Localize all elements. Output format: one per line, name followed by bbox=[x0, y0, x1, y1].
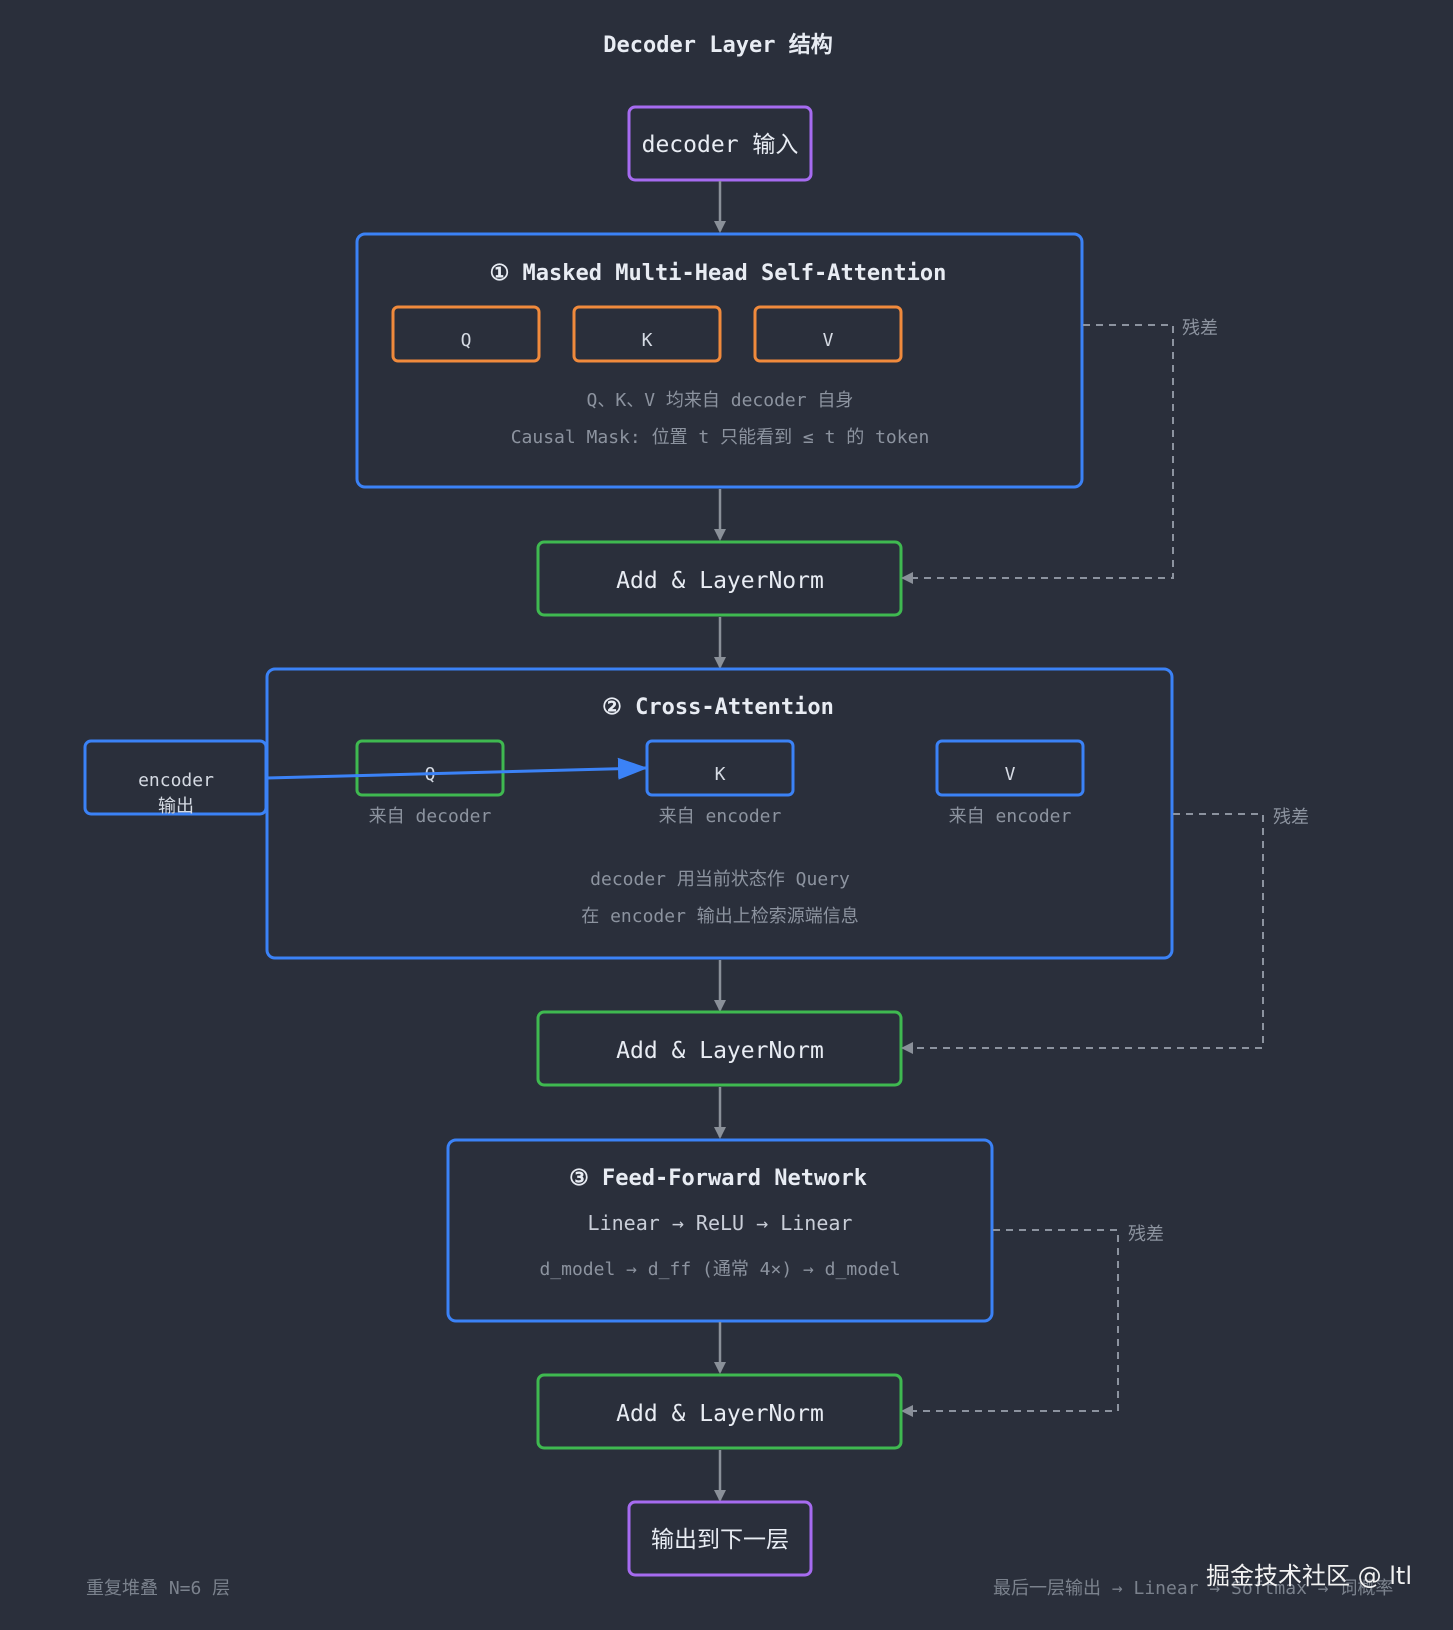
add-norm-3: Add & LayerNorm bbox=[536, 1373, 903, 1450]
cross-v-label: V bbox=[1005, 764, 1016, 785]
residual-connection-1 bbox=[901, 324, 1174, 584]
cross-k-source: 来自 encoder bbox=[659, 806, 782, 827]
cross-v-box bbox=[935, 739, 1085, 797]
output-box: 输出到下一层 bbox=[627, 1500, 813, 1577]
ffn-line-2: d_model → d_ff (通常 4×) → d_model bbox=[539, 1259, 900, 1280]
watermark: 掘金技术社区 @ ltl bbox=[1206, 1562, 1412, 1590]
cross-k-label: K bbox=[715, 764, 726, 785]
add-norm-1-label: Add & LayerNorm bbox=[616, 568, 824, 594]
masked-v-box bbox=[753, 305, 903, 363]
encoder-output-label-1: encoder bbox=[138, 770, 214, 791]
masked-attention-heading: ① Masked Multi-Head Self-Attention bbox=[490, 261, 947, 286]
cross-v-source: 来自 encoder bbox=[949, 806, 1072, 827]
residual-label-1: 残差 bbox=[1182, 318, 1218, 339]
output-label: 输出到下一层 bbox=[651, 1527, 789, 1553]
ffn-block: ③ Feed-Forward Network Linear → ReLU → L… bbox=[446, 1138, 994, 1323]
masked-k-label: K bbox=[642, 330, 653, 351]
ffn-line-1: Linear → ReLU → Linear bbox=[588, 1211, 853, 1235]
cross-attention-note-2: 在 encoder 输出上检索源端信息 bbox=[581, 906, 859, 927]
add-norm-3-label: Add & LayerNorm bbox=[616, 1401, 824, 1427]
masked-k-box bbox=[572, 305, 722, 363]
masked-attention-note-2: Causal Mask: 位置 t 只能看到 ≤ t 的 token bbox=[511, 427, 930, 448]
residual-connection-2 bbox=[901, 813, 1264, 1054]
masked-v-label: V bbox=[823, 330, 834, 351]
decoder-input-box: decoder 输入 bbox=[627, 105, 813, 182]
masked-attention-note-1: Q、K、V 均来自 decoder 自身 bbox=[587, 390, 854, 411]
cross-attention-note-1: decoder 用当前状态作 Query bbox=[590, 869, 850, 890]
masked-attention-block: ① Masked Multi-Head Self-Attention Q K V… bbox=[355, 232, 1084, 489]
cross-q-box bbox=[355, 739, 505, 797]
ffn-heading: ③ Feed-Forward Network bbox=[569, 1166, 867, 1191]
diagram-title: Decoder Layer 结构 bbox=[603, 32, 832, 58]
residual-label-3: 残差 bbox=[1128, 1224, 1164, 1245]
encoder-output-label-2: 输出 bbox=[158, 796, 194, 817]
add-norm-1: Add & LayerNorm bbox=[536, 540, 903, 617]
cross-q-source: 来自 decoder bbox=[369, 806, 492, 827]
encoder-output-box: encoder 输出 bbox=[83, 739, 268, 817]
residual-label-2: 残差 bbox=[1273, 807, 1309, 828]
decoder-input-label: decoder 输入 bbox=[642, 132, 799, 158]
cross-attention-heading: ② Cross-Attention bbox=[602, 695, 834, 720]
masked-q-box bbox=[391, 305, 541, 363]
add-norm-2-label: Add & LayerNorm bbox=[616, 1038, 824, 1064]
arrow-encoder-to-k bbox=[266, 757, 648, 780]
footer-right-note: 最后一层输出 → Linear → Softmax → 词概率 bbox=[993, 1578, 1393, 1599]
masked-q-label: Q bbox=[461, 330, 472, 351]
footer-left-note: 重复堆叠 N=6 层 bbox=[86, 1578, 230, 1599]
add-norm-2: Add & LayerNorm bbox=[536, 1010, 903, 1087]
cross-attention-block: ② Cross-Attention Q 来自 decoder K 来自 enco… bbox=[265, 667, 1174, 960]
